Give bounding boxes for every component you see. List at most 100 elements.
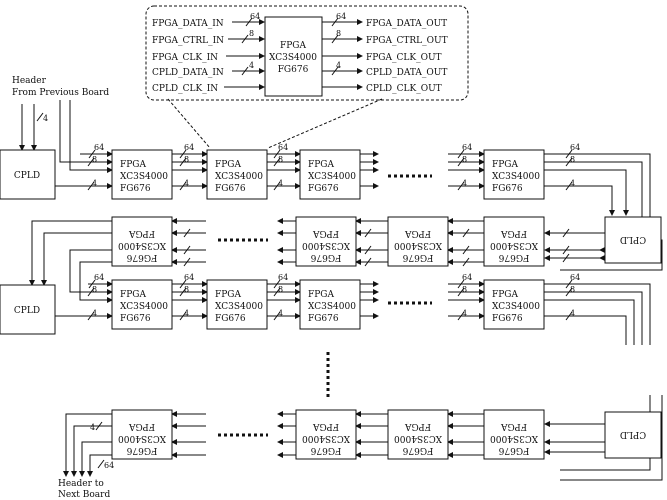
- bus-width-label: 64: [278, 273, 288, 282]
- bus-width-label: 8: [462, 285, 467, 294]
- bus-width-label: 4: [278, 179, 283, 188]
- fpga-line: XC3S4000: [490, 240, 538, 250]
- fpga-line: XC3S4000: [302, 240, 350, 250]
- fpga-line: FG676: [126, 445, 157, 455]
- inset-output-label: FPGA_CTRL_OUT: [366, 36, 448, 46]
- bus-width-label: 8: [278, 155, 283, 164]
- fpga-line: XC3S4000: [215, 302, 263, 312]
- fpga-line: XC3S4000: [118, 240, 166, 250]
- bus-width-label: 4: [92, 179, 97, 188]
- fpga-line: XC3S4000: [394, 433, 442, 443]
- board-row-4-mirrored: CPLD FPGA XC3S4000 FG676 FPGA XC3S4000 F…: [58, 395, 663, 500]
- inset-detail: FPGA XC3S4000 FG676 FPGA_DATA_IN FPGA_CT…: [145, 5, 469, 149]
- bus-width-label: 8: [570, 285, 575, 294]
- fpga-line: FG676: [492, 184, 523, 194]
- bus-width-label: 64: [94, 273, 104, 282]
- bus-width-label: 8: [92, 155, 97, 164]
- bus-width-label: 4: [43, 114, 48, 123]
- fpga-line: XC3S4000: [118, 433, 166, 443]
- bus-width-label: 4: [184, 179, 189, 188]
- bus-width-label: 8: [278, 285, 283, 294]
- inset-fpga-chip: [264, 16, 323, 97]
- bus-width-label: 8: [570, 155, 575, 164]
- fpga-line: FG676: [126, 252, 157, 262]
- fpga-line: FPGA: [492, 160, 518, 170]
- inset-bus-width: 8: [336, 29, 341, 38]
- fpga-line: FG676: [402, 252, 433, 262]
- fpga-line: FPGA: [129, 228, 155, 238]
- bus-width-label: 8: [92, 285, 97, 294]
- fpga-chip-mirrored: [387, 409, 449, 460]
- inset-bus-width: 4: [249, 61, 254, 70]
- fpga-line: FG676: [215, 184, 246, 194]
- inset-input-label: FPGA_CLK_IN: [152, 53, 218, 63]
- fpga-chip-mirrored: [483, 409, 545, 460]
- fpga-line: XC3S4000: [308, 172, 356, 182]
- inset-input-label: CPLD_DATA_IN: [152, 68, 224, 78]
- inset-output-label: FPGA_DATA_OUT: [366, 19, 447, 29]
- fpga-line: FPGA: [501, 421, 527, 431]
- fpga-chip: [111, 149, 173, 200]
- header-in-line: From Previous Board: [12, 88, 109, 98]
- fpga-line: XC3S4000: [492, 172, 540, 182]
- fpga-chip-mirrored: [295, 216, 357, 267]
- fpga-chip: [299, 279, 361, 330]
- fpga-line: FG676: [120, 314, 151, 324]
- fpga-line: XC3S4000: [215, 172, 263, 182]
- fpga-line: XC3S4000: [490, 433, 538, 443]
- fpga-line: FPGA: [308, 160, 334, 170]
- cpld-chip: [0, 284, 56, 335]
- bus-width-label: 64: [94, 143, 104, 152]
- fpga-chip-mirrored: [295, 409, 357, 460]
- bus-width-label: 64: [278, 143, 288, 152]
- fpga-chip: [206, 279, 268, 330]
- cpld-label: CPLD: [620, 429, 646, 439]
- fpga-line: XC3S4000: [492, 302, 540, 312]
- bus-width-label: 8: [462, 155, 467, 164]
- inset-output-label: CPLD_DATA_OUT: [366, 68, 447, 78]
- cpld-chip: [604, 411, 662, 459]
- fpga-line: FPGA: [120, 160, 146, 170]
- fpga-chip-mirrored: [111, 409, 173, 460]
- fpga-line: XC3S4000: [302, 433, 350, 443]
- inset-bus-width: 4: [336, 61, 341, 70]
- inset-output-signals: 64 8 4 FPGA_DATA_OUT FPGA_CTRL_OUT FPGA_…: [322, 12, 448, 94]
- cpld-label: CPLD: [14, 171, 40, 181]
- fpga-line: XC3S4000: [120, 172, 168, 182]
- bus-width-label: 64: [184, 273, 194, 282]
- fpga-line: FG676: [120, 184, 151, 194]
- fpga-chip-mirrored: [483, 216, 545, 267]
- fpga-chip: [206, 149, 268, 200]
- header-out-line: Header to: [58, 479, 104, 489]
- fpga-line: FG676: [492, 314, 523, 324]
- bus-width-label: 8: [184, 285, 189, 294]
- header-from-previous-board: Header From Previous Board 4: [12, 76, 113, 173]
- bus-width-label: 64: [184, 143, 194, 152]
- fpga-line: FG676: [498, 252, 529, 262]
- board-row-1: CPLD 64 8 4 FPGA XC3S4000 FG676 64 8 4 F…: [0, 143, 651, 261]
- inset-output-label: CPLD_CLK_OUT: [366, 84, 442, 94]
- cpld-label: CPLD: [620, 234, 646, 244]
- fpga-line: FPGA: [313, 228, 339, 238]
- zoom-callout-line: [167, 98, 211, 149]
- inset-frame: [145, 5, 469, 101]
- fpga-line: FG676: [310, 252, 341, 262]
- fpga-line: FPGA: [120, 290, 146, 300]
- fpga-line: FPGA: [308, 290, 334, 300]
- inset-input-label: FPGA_CTRL_IN: [152, 36, 224, 46]
- inset-bus-width: 64: [336, 12, 346, 21]
- header-in-line: Header: [12, 76, 47, 86]
- cpld-chip: [604, 216, 662, 264]
- inset-bus-width: 64: [250, 12, 260, 21]
- fpga-line: FG676: [310, 445, 341, 455]
- fpga-line: FPGA: [405, 421, 431, 431]
- bus-width-label: 4: [570, 179, 575, 188]
- board-row-2-mirrored: CPLD FPGA XC3S4000 FG676 FPGA XC3S4000 F…: [29, 216, 663, 303]
- bus-width-label: 64: [462, 143, 472, 152]
- fpga-line: XC3S4000: [308, 302, 356, 312]
- fpga-line: FG676: [498, 445, 529, 455]
- inset-chip-line: XC3S4000: [269, 53, 317, 63]
- inset-input-signals: FPGA_DATA_IN FPGA_CTRL_IN FPGA_CLK_IN CP…: [152, 12, 265, 94]
- fpga-line: FG676: [215, 314, 246, 324]
